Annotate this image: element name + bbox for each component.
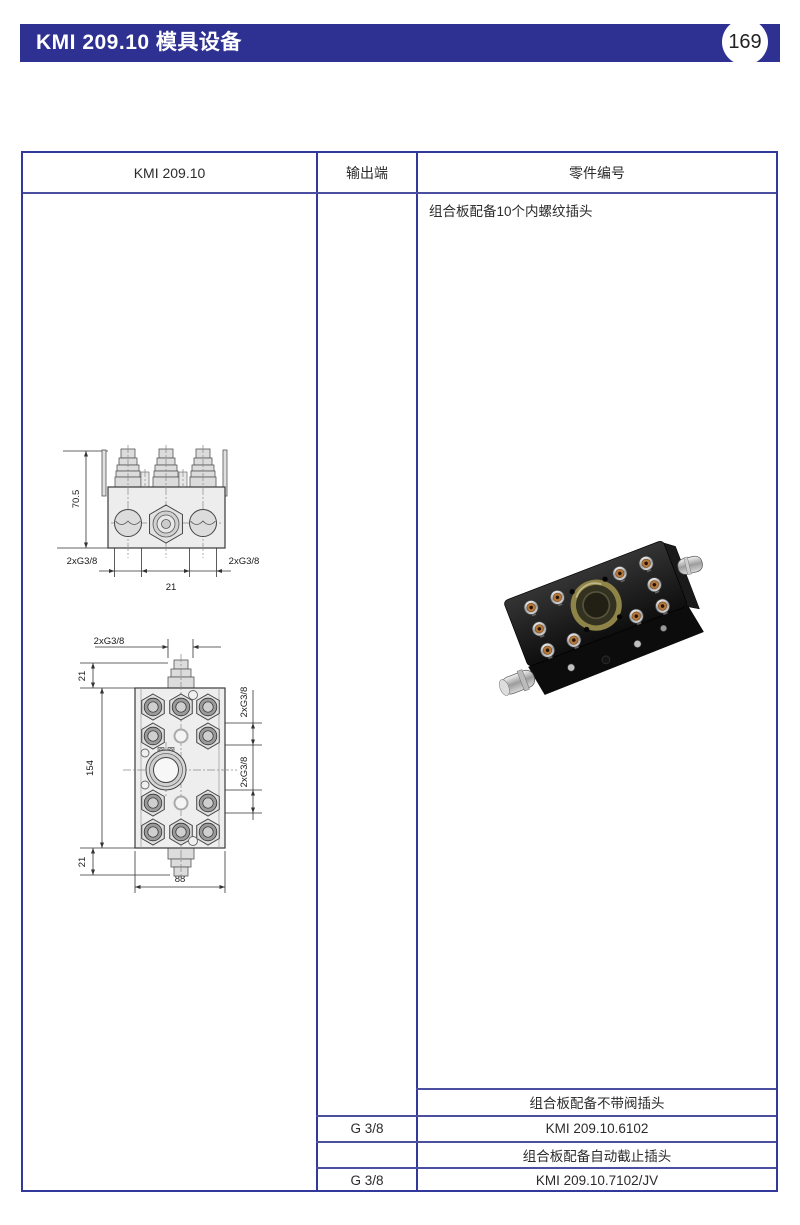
column-divider-2: [416, 153, 418, 1190]
row-divider-1: [416, 1088, 776, 1090]
top-view-drawing: 2xG3/8 21 154 21 88: [77, 636, 262, 893]
table-row-output: G 3/8: [350, 1121, 384, 1136]
table-row-part: 组合板配备不带阀插头: [529, 1096, 665, 1111]
dim-ports-right-lower-label: 2xG3/8: [239, 757, 250, 788]
column-header-partnumber: 零件编号: [569, 164, 625, 181]
dim-ports-left-label: 2xG3/8: [67, 556, 98, 567]
dim-height-label: 70.5: [71, 490, 82, 509]
table-row-part: KMI 209.10.6102: [545, 1121, 649, 1136]
row-divider-3: [316, 1141, 776, 1143]
connector-stems: [114, 448, 217, 488]
manifold-block: [499, 540, 704, 696]
row-divider-4: [316, 1167, 776, 1169]
header-bar: KMI 209.10 模具设备: [20, 24, 780, 62]
product-photo: [499, 540, 704, 696]
dim-ports-top-label: 2xG3/8: [94, 636, 125, 647]
dim-width-label: 88: [175, 874, 186, 885]
right-chrome-fitting: [677, 555, 703, 576]
page-number: 169: [728, 30, 762, 53]
left-chrome-fitting: [499, 669, 536, 696]
product-table: KMI 209.10 输出端 零件编号 组合板配备10个内螺纹插头 组合板配备不…: [21, 151, 778, 1192]
table-row-part: 组合板配备自动截止插头: [522, 1148, 672, 1164]
row-divider-2: [316, 1115, 776, 1117]
dim-offset-top-label: 21: [77, 671, 88, 682]
table-row-part: KMI 209.10.7102/JV: [535, 1172, 659, 1188]
dim-ports-right-upper-label: 2xG3/8: [239, 687, 250, 718]
dim-spacing-label: 21: [166, 582, 177, 593]
dim-length-label: 154: [85, 760, 96, 776]
page-number-badge: 169: [722, 19, 768, 65]
table-row-output: G 3/8: [350, 1172, 384, 1188]
page-title: KMI 209.10 模具设备: [36, 31, 242, 54]
front-view-drawing: 70.5: [57, 445, 260, 593]
dim-offset-bottom-label: 21: [77, 857, 88, 868]
column-header-model: KMI 209.10: [133, 164, 206, 181]
column-header-output: 输出端: [346, 164, 388, 181]
header-divider: [23, 192, 776, 194]
product-description: 组合板配备10个内螺纹插头: [429, 204, 593, 219]
column-divider-1: [316, 153, 318, 1190]
dim-ports-right-label: 2xG3/8: [229, 556, 260, 567]
